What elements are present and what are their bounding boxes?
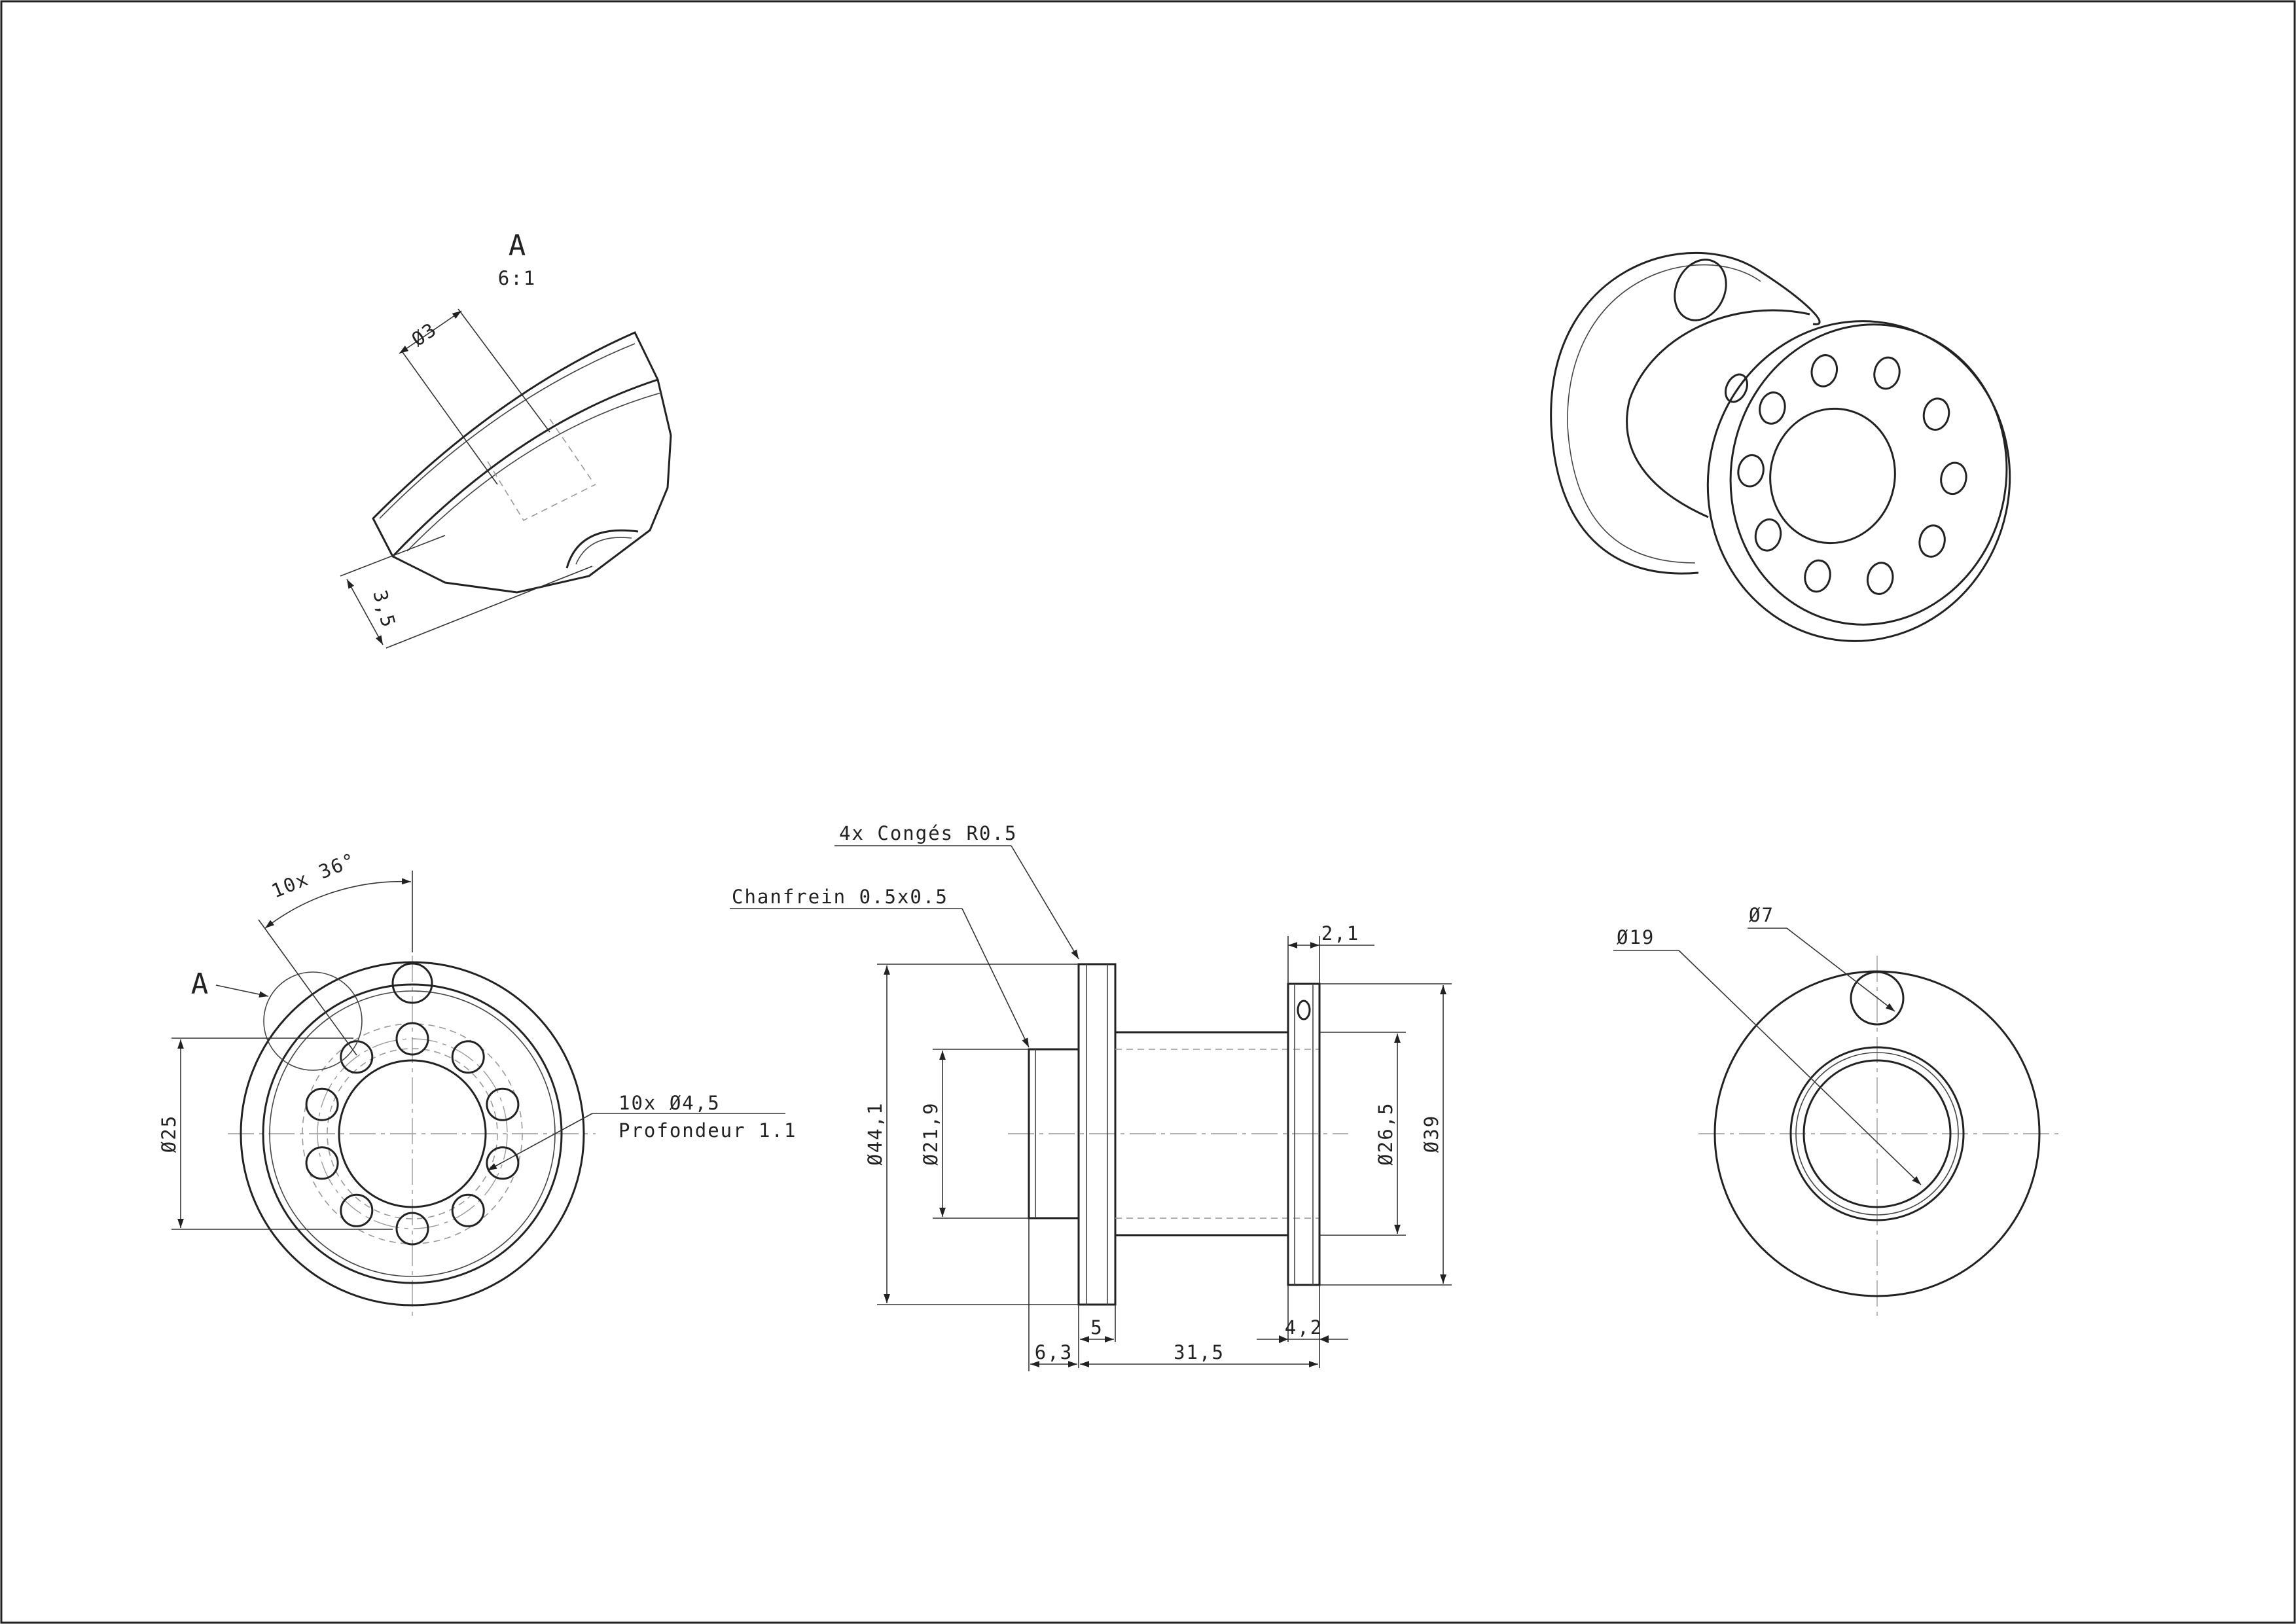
angle-label: 10x 36°: [268, 848, 359, 903]
front-hole: [340, 1193, 374, 1227]
detail-ext-3: [340, 535, 446, 577]
back-bore-chamfer-inner: [1795, 1052, 1959, 1216]
front-outer-flange: [240, 961, 585, 1307]
detail-a-leader: [215, 984, 269, 998]
detail-a-callout: [263, 971, 363, 1071]
d19-label: Ø19: [1617, 926, 1655, 948]
detail-ext-4: [386, 566, 593, 649]
front-hole: [340, 1040, 374, 1074]
w42-label: 4,2: [1285, 1316, 1323, 1339]
front-hole: [395, 1022, 429, 1056]
front-hole: [395, 1212, 429, 1246]
detail-view-a: A 6:1 Ø3 3,5: [340, 229, 672, 649]
d265-label: Ø26,5: [1374, 1102, 1397, 1165]
d25-label: Ø25: [158, 1115, 180, 1153]
front-hole: [305, 1087, 339, 1121]
fillets-leader: [1011, 845, 1079, 960]
back-bore: [1803, 1059, 1952, 1208]
detail-outline: [372, 331, 672, 594]
front-flange-face: [262, 983, 563, 1284]
holes-label-2: Profondeur 1.1: [619, 1119, 797, 1142]
angle-dim-arc: [264, 878, 412, 929]
detail-dim-depth: [346, 579, 384, 645]
chamfer-leader: [961, 908, 1030, 1048]
detail-hole-inner: [575, 537, 632, 565]
angle-ext-2: [258, 919, 357, 1056]
front-hole: [486, 1146, 520, 1180]
d19-leader: [1678, 950, 1922, 1185]
front-bore-hidden: [327, 1048, 498, 1219]
detail-hole: [565, 529, 639, 569]
fillets-label: 4x Congés R0.5: [839, 822, 1017, 844]
iso-hole: [1922, 397, 1950, 431]
front-hole-circle: [317, 1038, 508, 1229]
w21-label: 2,1: [1321, 922, 1359, 945]
holes-label-1: 10x Ø4,5: [619, 1092, 721, 1114]
side-right-flange: [1287, 983, 1321, 1286]
iso-hole: [1759, 391, 1786, 425]
d39-label: Ø39: [1420, 1115, 1443, 1153]
front-hole: [451, 1040, 485, 1074]
isometric-view: [1550, 251, 2011, 642]
side-hub: [1028, 1048, 1080, 1219]
d7-leader: [1786, 928, 1895, 1012]
w63-label: 6,3: [1035, 1341, 1073, 1363]
side-pin-hole: [1297, 1000, 1311, 1020]
detail-edge-1b: [406, 392, 662, 552]
chamfer-label: Chanfrein 0.5x0.5: [732, 886, 948, 908]
d219-label: Ø21,9: [920, 1102, 942, 1165]
side-view: 4x Congés R0.5 Chanfrein 0.5x0.5 Ø44,1 Ø…: [730, 822, 1452, 1371]
w315-label: 31,5: [1174, 1341, 1225, 1363]
iso-hole: [1804, 559, 1831, 593]
iso-body: [1626, 309, 1810, 518]
detail-hidden-2: [549, 418, 593, 482]
detail-dim-dia: [399, 310, 462, 354]
iso-back-flange-inner: [1567, 264, 1761, 564]
front-hole: [486, 1087, 520, 1121]
iso-bore: [1769, 407, 1896, 545]
detail-ext-1: [402, 352, 498, 485]
front-view: A 10x 36° Ø25 10x Ø4,5 Profondeur 1.1: [158, 848, 797, 1319]
iso-hole: [1940, 461, 1967, 496]
iso-hole: [1810, 354, 1839, 388]
detail-hidden-1: [487, 461, 596, 522]
side-left-flange: [1077, 963, 1117, 1306]
iso-front-flange-outer: [1706, 320, 2011, 642]
detail-letter: A: [509, 229, 526, 262]
detail-scale: 6:1: [498, 267, 536, 289]
w5-label: 5: [1090, 1316, 1103, 1339]
d441-label: Ø44,1: [864, 1102, 886, 1165]
detail-dim-dia-label: Ø3: [408, 318, 441, 351]
front-top-pin-hole: [391, 962, 433, 1004]
iso-hole: [1866, 562, 1894, 595]
iso-front-flange-face: [1729, 323, 2008, 626]
front-hole: [305, 1146, 339, 1180]
detail-edge-2: [379, 343, 636, 519]
d7-label: Ø7: [1749, 904, 1774, 926]
detail-ext-2: [457, 308, 550, 433]
iso-hole: [1737, 454, 1765, 488]
detail-edge-1: [391, 378, 658, 558]
iso-pin-hole: [1674, 259, 1727, 321]
front-hole: [451, 1193, 485, 1227]
iso-back-face: [1760, 270, 1821, 325]
front-hole-ring: [305, 1022, 520, 1246]
side-body: [1115, 1031, 1288, 1236]
holes-leader: [487, 1113, 593, 1171]
back-view: Ø19 Ø7: [1613, 904, 2058, 1319]
front-bore: [338, 1059, 487, 1208]
iso-hole: [1754, 518, 1782, 552]
back-pin-hole: [1850, 971, 1905, 1026]
iso-hole: [1918, 524, 1946, 558]
iso-hole-ring: [1737, 354, 1967, 595]
detail-dim-depth-label: 3,5: [368, 588, 400, 630]
iso-hole: [1873, 356, 1901, 390]
iso-back-flange: [1550, 251, 1761, 575]
detail-a-ref: A: [191, 967, 209, 1001]
back-bore-chamfer: [1789, 1046, 1965, 1221]
